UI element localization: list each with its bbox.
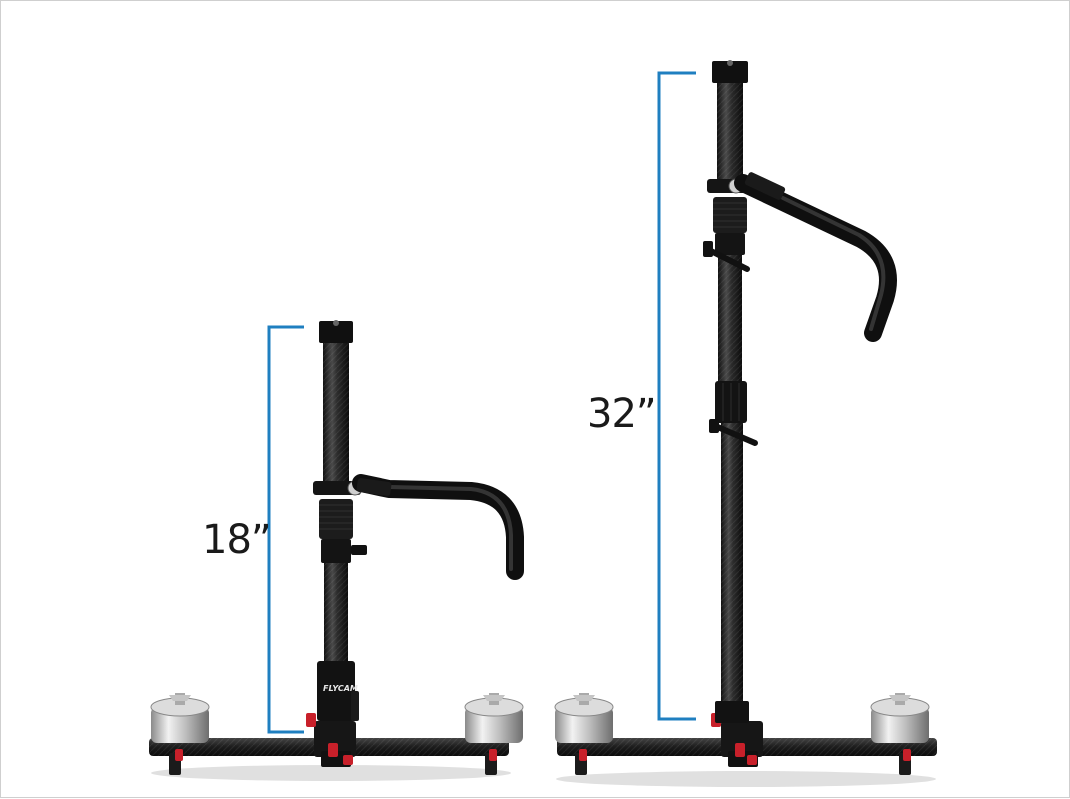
short-brand-text: FLYCAM [323, 684, 358, 693]
short-weight-left [150, 693, 210, 743]
short-weight-right [464, 693, 524, 743]
tall-l-handle [734, 172, 897, 342]
short-l-handle [352, 474, 524, 580]
short-pole: FLYCAM [313, 320, 367, 721]
tall-weight-right [870, 693, 930, 743]
short-center-clamp [306, 713, 356, 767]
tall-center-clamp [711, 713, 763, 767]
short-dimension-bracket [267, 325, 304, 734]
tall-weight-left [554, 693, 614, 743]
tall-dimension-bracket [657, 71, 696, 721]
tall-height-label: 32” [587, 391, 657, 437]
tall-stand [554, 60, 937, 787]
short-height-label: 18” [202, 517, 272, 563]
tall-pole [703, 60, 758, 723]
short-stand: FLYCAM [149, 320, 524, 781]
